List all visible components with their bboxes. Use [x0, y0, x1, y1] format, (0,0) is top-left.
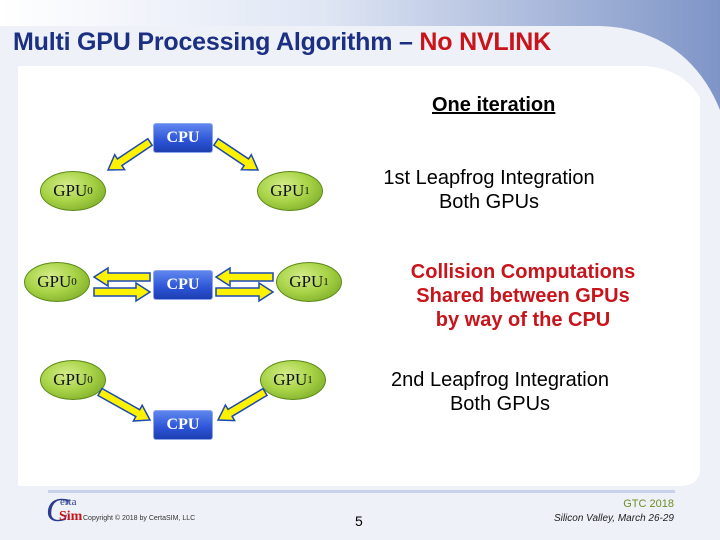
conference-location: Silicon Valley, March 26-29	[553, 513, 674, 524]
step-1-text: 1st Leapfrog Integration Both GPUs	[383, 167, 595, 213]
slide-title: Multi GPU Processing Algorithm – No NVLI…	[13, 28, 551, 56]
step-2-text: Collision Computations Shared between GP…	[410, 261, 636, 331]
footer-divider	[48, 490, 675, 493]
conference-name: GTC 2018	[623, 498, 674, 510]
cpu-box-stage1: CPU	[153, 123, 213, 153]
cpu-box-stage2: CPU	[153, 270, 213, 300]
title-highlight: No NVLINK	[419, 28, 551, 56]
step-3-text: 2nd Leapfrog Integration Both GPUs	[391, 369, 609, 415]
page-number: 5	[355, 513, 363, 529]
iteration-heading: One iteration	[432, 94, 556, 116]
cpu-box-stage3: CPU	[153, 410, 213, 440]
copyright-text: Copyright © 2018 by CertaSIM, LLC	[83, 515, 196, 522]
certasim-logo: C erta Sim	[46, 492, 83, 529]
